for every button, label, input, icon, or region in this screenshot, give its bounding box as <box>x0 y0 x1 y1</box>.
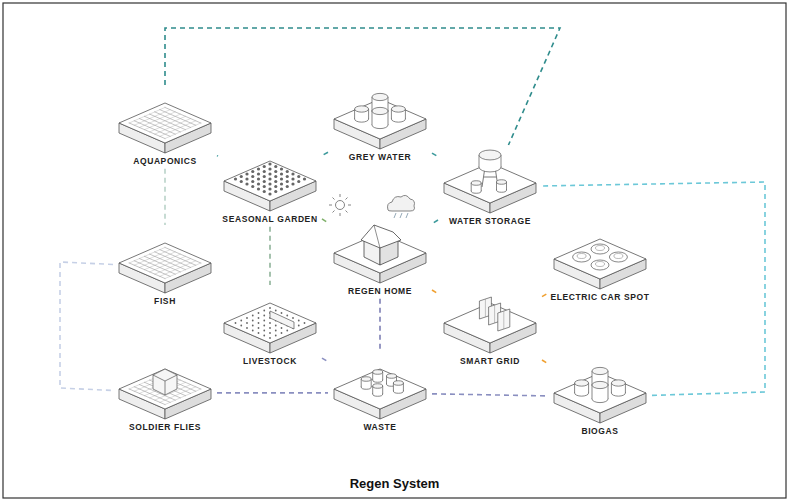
dashed-connector <box>165 28 560 145</box>
dashed-connector <box>217 155 218 157</box>
tank-shape <box>373 370 383 383</box>
tile-label: WASTE <box>330 423 430 433</box>
tank-shape <box>575 380 589 396</box>
iso-tile-node: WATER STORAGE <box>440 147 540 227</box>
iso-tile-node: SMART GRID <box>440 287 540 367</box>
tile-drawing <box>550 223 650 293</box>
iso-tile <box>224 161 316 211</box>
tile-drawing <box>550 357 650 427</box>
tile-drawing <box>440 147 540 217</box>
tile-label: ELECTRIC CAR SPOT <box>550 293 650 303</box>
tank-shape <box>611 380 625 396</box>
tile-label: AQUAPONICS <box>115 157 215 167</box>
tank-shape <box>361 377 371 390</box>
tile-icon <box>361 370 403 397</box>
dashed-connector <box>379 299 381 351</box>
dashed-connector <box>542 182 765 395</box>
dashed-connector <box>542 293 548 296</box>
tile-icon <box>471 150 506 193</box>
tile-label: GREY WATER <box>330 153 430 163</box>
iso-tile <box>119 103 211 153</box>
tile-drawing <box>220 145 320 215</box>
iso-tile-node: BIOGAS <box>550 357 650 437</box>
iso-tile-node: WASTE <box>330 353 430 433</box>
tile-label: SMART GRID <box>440 357 540 367</box>
iso-tile <box>224 303 316 353</box>
frame-border <box>3 3 786 498</box>
tank-shape <box>355 106 369 122</box>
iso-tile-node: LIVESTOCK <box>220 287 320 367</box>
tile-label: WATER STORAGE <box>440 217 540 227</box>
tile-drawing <box>330 217 430 287</box>
tile-icon <box>573 244 628 270</box>
tile-label: REGEN HOME <box>330 287 430 297</box>
iso-tile <box>119 369 211 419</box>
tank-shape <box>471 181 481 194</box>
dashed-connector <box>322 219 328 223</box>
iso-tile <box>444 163 536 213</box>
iso-tile <box>554 239 646 289</box>
dashed-connector <box>432 153 438 156</box>
tile-icon <box>129 107 202 139</box>
tile-drawing <box>115 353 215 423</box>
tile-icon <box>355 93 406 128</box>
iso-tile-node: AQUAPONICS <box>115 87 215 167</box>
tile-icon <box>129 247 202 279</box>
tank-shape <box>497 180 507 193</box>
tile-drawing <box>115 87 215 157</box>
tank-shape <box>479 150 501 172</box>
tile-label: SEASONAL GARDEN <box>220 215 320 225</box>
dashed-connector <box>432 220 438 224</box>
tile-drawing <box>115 227 215 297</box>
dashed-connector <box>322 358 328 362</box>
tile-drawing <box>440 287 540 357</box>
tile-label: SOLDIER FLIES <box>115 423 215 433</box>
dashed-connector <box>269 227 271 285</box>
dashed-connector <box>217 392 328 394</box>
tile-drawing <box>220 287 320 357</box>
tile-label: LIVESTOCK <box>220 357 320 367</box>
tile-icon <box>479 297 509 331</box>
tile-label: BIOGAS <box>550 427 650 437</box>
tank-shape <box>393 381 403 394</box>
iso-tile-node: FISH <box>115 227 215 307</box>
iso-tile-node: REGEN HOME <box>330 217 430 297</box>
tile-icon <box>361 225 401 265</box>
iso-tile-node: GREY WATER <box>330 83 430 163</box>
dashed-connector <box>322 152 328 155</box>
dashed-connector <box>432 394 548 396</box>
tank-shape <box>373 384 383 397</box>
tank-shape <box>391 106 405 122</box>
cloud-icon <box>388 195 415 218</box>
sun-icon <box>329 194 351 216</box>
tile-label: FISH <box>115 297 215 307</box>
iso-tile <box>334 369 426 419</box>
iso-tile-node: SOLDIER FLIES <box>115 353 215 433</box>
dashed-connector <box>432 290 438 294</box>
tile-icon <box>235 307 306 339</box>
tile-drawing <box>330 83 430 153</box>
iso-tile-node: SEASONAL GARDEN <box>220 145 320 225</box>
dashed-connector <box>164 169 166 225</box>
tile-drawing <box>330 353 430 423</box>
iso-tile <box>119 243 211 293</box>
tank-shape <box>592 381 608 402</box>
iso-tile <box>444 303 536 353</box>
iso-tile-node: ELECTRIC CAR SPOT <box>550 223 650 303</box>
tank-shape <box>592 367 608 388</box>
dashed-connector <box>60 262 113 390</box>
tile-icon <box>129 369 202 405</box>
dashed-connector <box>542 360 548 364</box>
diagram-caption: Regen System <box>0 476 789 491</box>
tank-shape <box>372 93 388 114</box>
tile-icon <box>234 162 306 195</box>
tank-shape <box>372 107 388 128</box>
tile-icon <box>575 367 626 402</box>
